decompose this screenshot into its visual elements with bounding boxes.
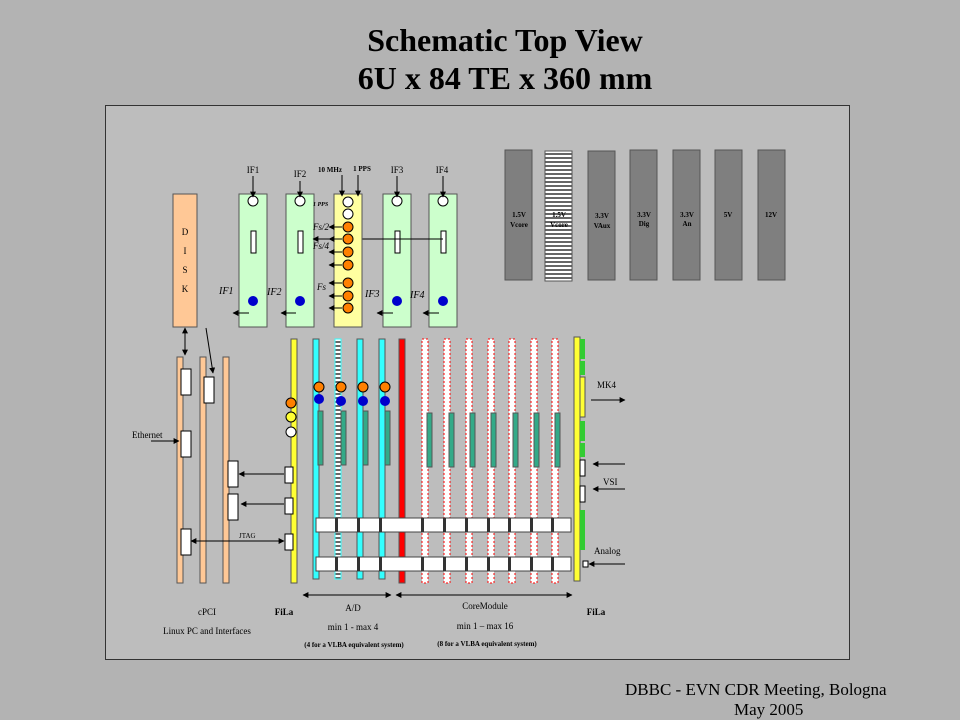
title-line-2: 6U x 84 TE x 360 mm: [357, 60, 653, 96]
title-line-1: Schematic Top View: [367, 22, 643, 58]
clock-board: [333, 193, 363, 328]
if1-side-label: IF1: [218, 286, 233, 297]
ethernet-label: Ethernet: [132, 430, 163, 440]
fila-right-label: FiLa: [587, 607, 606, 617]
core-note-label: (8 for a VLBA equivalent system): [437, 640, 537, 648]
core-range-label: min 1 – max 16: [457, 621, 514, 631]
mk4-label: MK4: [597, 380, 617, 390]
analog-label: Analog: [594, 546, 621, 556]
clock-fs-label: Fs: [316, 282, 326, 292]
psu-6-line1: 5V: [724, 211, 733, 219]
clock-10mhz-label: 10 MHz: [318, 166, 342, 174]
disk-unit: D I S K: [172, 193, 198, 328]
fila-right-board: [573, 336, 589, 582]
if3-side-label: IF3: [364, 289, 379, 300]
clock-1pps-small-label: 1 PPS: [313, 202, 329, 208]
clock-fs4-label: Fs/4: [312, 241, 330, 251]
psu-5-line1: 3.3V: [680, 211, 694, 219]
psu-2-line2: Vcore: [550, 221, 568, 229]
schematic-panel: D I S K IF1: [105, 105, 850, 660]
core-label: CoreModule: [462, 601, 508, 611]
if3-top-label: IF3: [391, 165, 404, 175]
psu-1-line1: 1.5V: [512, 211, 526, 219]
psu-2-line1: 1.5V: [552, 211, 566, 219]
power-supplies: [504, 149, 786, 282]
cpci-boards: [176, 356, 239, 584]
disk-letter-s: S: [182, 265, 187, 275]
fila-left-board: [284, 338, 298, 584]
disk-letter-d: D: [182, 227, 189, 237]
footer-line-2: May 2005: [734, 700, 804, 719]
psu-4-line2: Dig: [639, 220, 650, 228]
if4-top-label: IF4: [436, 165, 449, 175]
footer-line-1: DBBC - EVN CDR Meeting, Bologna: [625, 680, 887, 699]
clock-fs2-label: Fs/2: [312, 222, 330, 232]
vsi-label: VSI: [603, 477, 618, 487]
linux-label: Linux PC and Interfaces: [163, 626, 251, 636]
cpci-label: cPCI: [198, 607, 216, 617]
if2-top-label: IF2: [294, 169, 307, 179]
disk-letter-i: I: [184, 246, 187, 256]
psu-3-line1: 3.3V: [595, 212, 609, 220]
ad-note-label: (4 for a VLBA equivalent system): [304, 641, 404, 649]
jtag-label: JTAG: [239, 532, 256, 540]
ad-label: A/D: [345, 603, 361, 613]
psu-5-line2: An: [683, 220, 692, 228]
psu-4-line1: 3.3V: [637, 211, 651, 219]
psu-7-line1: 12V: [765, 211, 777, 219]
clock-1pps-label: 1 PPS: [353, 165, 371, 173]
psu-1-line2: Vcore: [510, 221, 528, 229]
if4-side-label: IF4: [409, 290, 424, 301]
ad-boards: [312, 338, 391, 580]
psu-3-line2: VAux: [594, 222, 611, 230]
schematic-diagram: D I S K IF1: [132, 149, 786, 649]
ad-range-label: min 1 - max 4: [328, 622, 379, 632]
core-boards: [398, 338, 561, 584]
if1-top-label: IF1: [247, 165, 260, 175]
disk-letter-k: K: [182, 284, 189, 294]
if2-side-label: IF2: [266, 287, 281, 298]
fila-left-label: FiLa: [275, 607, 294, 617]
